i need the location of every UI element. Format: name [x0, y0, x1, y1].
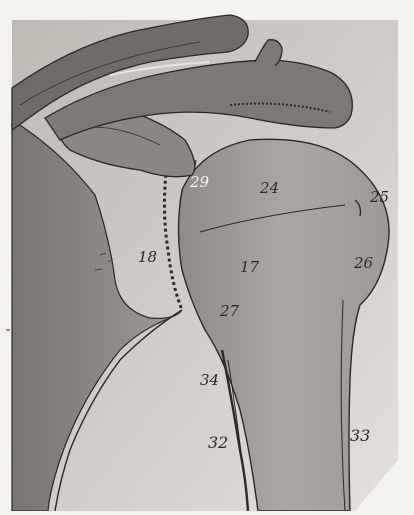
label-32: 32 — [208, 433, 228, 452]
label-33: 33 — [350, 426, 370, 445]
label-34: 34 — [200, 371, 219, 389]
label-17: 17 — [240, 258, 260, 276]
label-18: 18 — [138, 248, 157, 266]
label-29: 29 — [189, 173, 210, 191]
label-27: 27 — [219, 302, 240, 320]
label-25: 25 — [369, 188, 389, 206]
label-24: 24 — [259, 179, 279, 197]
label-26: 26 — [353, 254, 374, 272]
